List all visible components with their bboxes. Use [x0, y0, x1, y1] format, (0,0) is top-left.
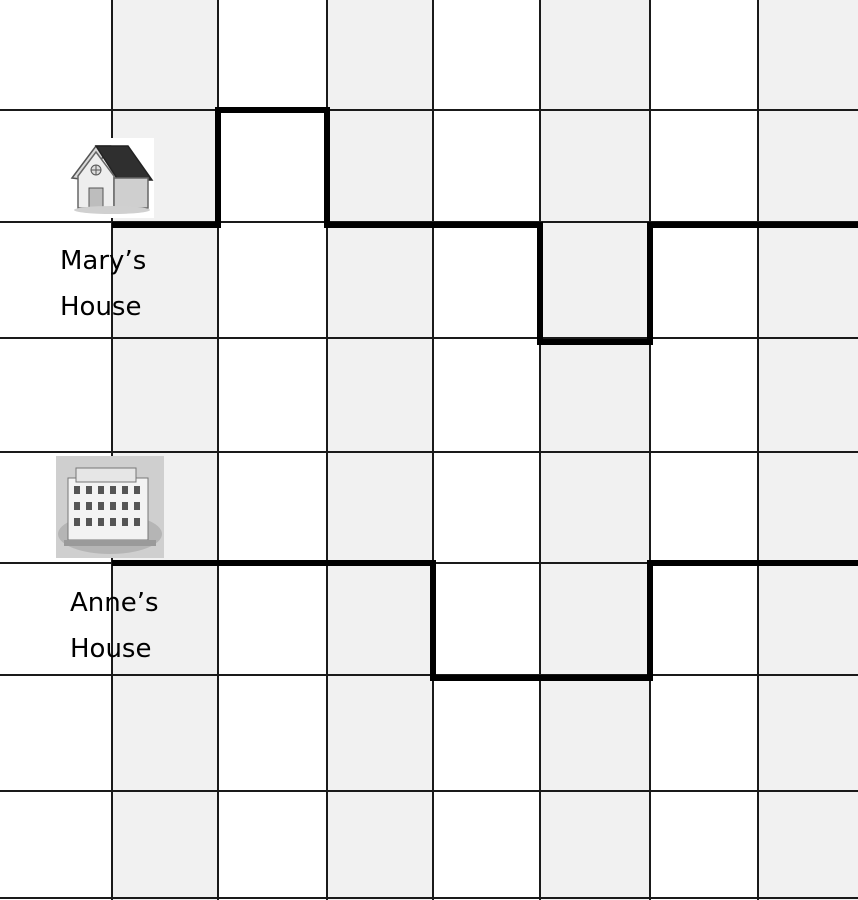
anne-house-label-line2: House [70, 626, 151, 672]
mary-house-label-line2: House [60, 284, 141, 330]
grid-cell [433, 110, 540, 222]
grid-cell [650, 0, 758, 110]
grid-cell [218, 791, 327, 900]
grid-cell [218, 452, 327, 563]
grid-cell [540, 110, 650, 222]
grid-cell [218, 222, 327, 338]
grid-cell [540, 0, 650, 110]
grid-cell [540, 563, 650, 675]
grid-cell [540, 222, 650, 338]
grid-cell [650, 110, 758, 222]
grid-cell [218, 675, 327, 791]
grid-cell [540, 675, 650, 791]
grid-cell [218, 110, 327, 222]
grid-cell [650, 791, 758, 900]
grid-cell [433, 338, 540, 452]
grid-cell [112, 791, 218, 900]
grid-cell [0, 791, 112, 900]
grid-cell [758, 222, 858, 338]
grid-cell [0, 0, 112, 110]
grid-cell [327, 452, 433, 563]
grid-cell [433, 452, 540, 563]
grid-cell [0, 675, 112, 791]
anne-house-label-line1: Anne’s [70, 580, 159, 626]
grid-cell [218, 563, 327, 675]
grid-cell [327, 675, 433, 791]
grid-cell [758, 110, 858, 222]
grid-cell [433, 563, 540, 675]
grid-cell [758, 0, 858, 110]
grid-cell [433, 0, 540, 110]
grid-cell [758, 675, 858, 791]
grid-cell [327, 338, 433, 452]
house-icon [66, 138, 154, 218]
mary-house-label-line1: Mary’s [60, 238, 146, 284]
grid-cell [327, 110, 433, 222]
grid-cell [540, 338, 650, 452]
grid-cell [112, 0, 218, 110]
grid-cell [758, 791, 858, 900]
grid-cell [327, 222, 433, 338]
grid-cell [327, 0, 433, 110]
grid-cell [0, 338, 112, 452]
grid-cell [218, 0, 327, 110]
grid-cell [218, 338, 327, 452]
grid-cell [433, 791, 540, 900]
grid-cell [540, 791, 650, 900]
grid-cell [650, 452, 758, 563]
grid-cell [758, 338, 858, 452]
apartment-building-icon [56, 456, 164, 558]
grid-cell [112, 338, 218, 452]
grid-cell [327, 563, 433, 675]
grid-cell [650, 563, 758, 675]
grid-cell [433, 675, 540, 791]
grid-cell [540, 452, 650, 563]
grid-cell [650, 338, 758, 452]
grid-cell [650, 675, 758, 791]
grid-cell [112, 675, 218, 791]
grid-cell [758, 452, 858, 563]
grid-cell [758, 563, 858, 675]
grid-cell [650, 222, 758, 338]
grid-cell [433, 222, 540, 338]
grid-cell [327, 791, 433, 900]
